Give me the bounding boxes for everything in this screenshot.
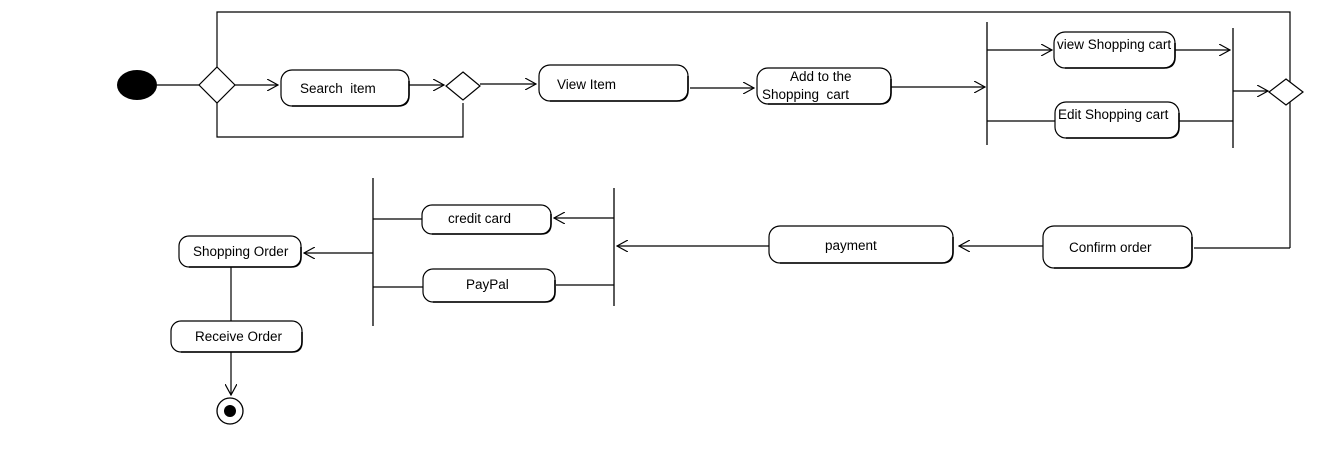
loop-line-top: [216, 11, 1291, 248]
decision-diamond-3: [1268, 78, 1304, 106]
label-shopping-order: Shopping Order: [193, 244, 289, 259]
decision-diamond-2: [445, 71, 481, 101]
label-add-to-cart-line1: Add to the: [790, 69, 852, 84]
label-search-item: Search item: [300, 81, 376, 96]
label-confirm-order: Confirm order: [1069, 240, 1152, 255]
label-receive-order: Receive Order: [195, 329, 283, 344]
label-view-item: View Item: [557, 77, 616, 92]
label-edit-shopping-cart: Edit Shopping cart: [1058, 107, 1169, 122]
start-node: [117, 70, 157, 100]
end-node-inner: [224, 405, 236, 417]
label-add-to-cart-line2: Shopping cart: [762, 87, 849, 102]
label-paypal: PayPal: [466, 277, 509, 292]
label-payment: payment: [825, 238, 877, 253]
label-view-shopping-cart: view Shopping cart: [1057, 37, 1171, 52]
decision-diamond-1: [198, 66, 236, 104]
label-credit-card: credit card: [448, 211, 511, 226]
loop-line-bottom: [216, 103, 464, 138]
